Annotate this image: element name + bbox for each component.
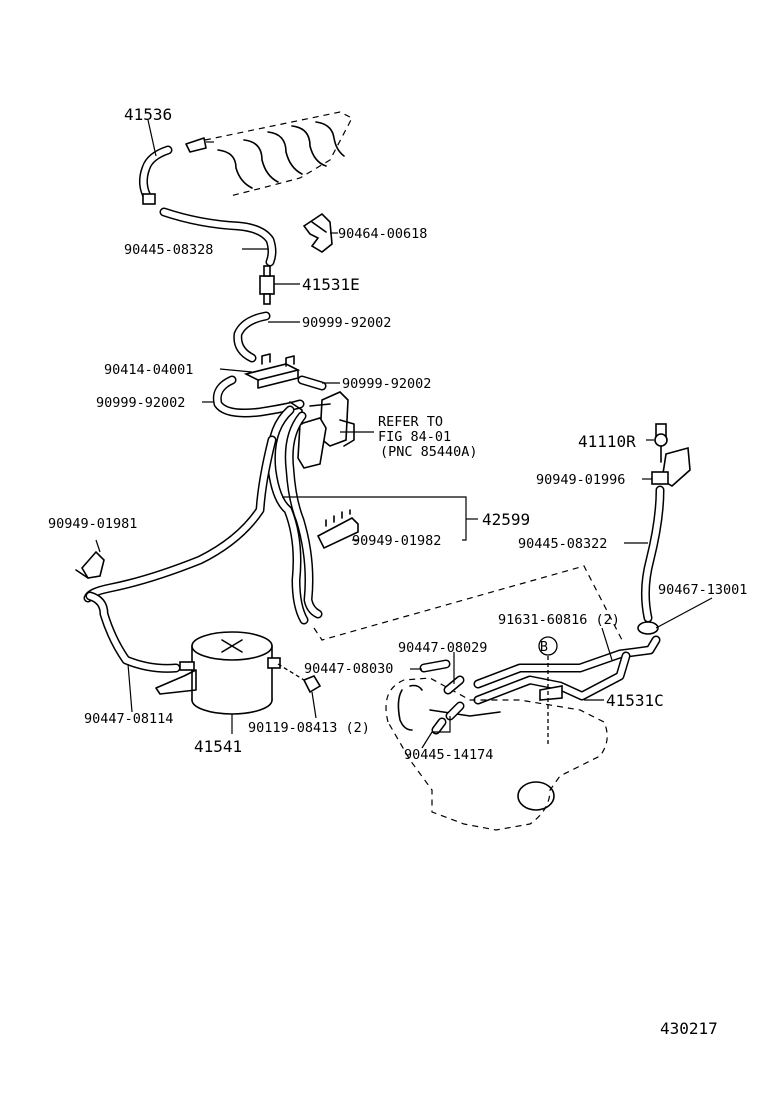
hose-90447-08030 [419, 659, 451, 673]
label-marker-b: B [540, 639, 548, 655]
label-90445-08328: 90445-08328 [124, 242, 213, 258]
sensor-41110r [654, 423, 668, 463]
label-90447-08114: 90447-08114 [84, 711, 173, 727]
hose-90999-92002-b [297, 375, 327, 391]
label-90949-01982: 90949-01982 [352, 533, 441, 549]
label-42599: 42599 [482, 510, 530, 529]
vsv-90414-04001 [243, 353, 301, 389]
label-90119-08413: 90119-08413 (2) [248, 720, 370, 736]
label-90447-08029: 90447-08029 [398, 640, 487, 656]
bracket-90949-01996 [651, 446, 691, 487]
figure-number: 430217 [660, 1019, 718, 1038]
label-90999-92002-a: 90999-92002 [302, 315, 391, 331]
label-90445-08322: 90445-08322 [518, 536, 607, 552]
label-90999-92002-c: 90999-92002 [96, 395, 185, 411]
label-90999-92002-b: 90999-92002 [342, 376, 431, 392]
clip-90949-01981 [75, 550, 105, 579]
label-refer-line1: REFER TO [378, 414, 443, 430]
label-refer-line2: FIG 84-01 [378, 429, 451, 445]
hose-41536 [138, 145, 173, 205]
label-41110r: 41110R [578, 432, 636, 451]
label-41536: 41536 [124, 105, 172, 124]
clamp-90467-13001 [637, 621, 659, 635]
label-refer-line3: (PNC 85440A) [380, 444, 478, 460]
label-90949-01996: 90949-01996 [536, 472, 625, 488]
label-41531e: 41531E [302, 275, 360, 294]
hose-90447-08114 [85, 591, 181, 673]
label-90414-04001: 90414-04001 [104, 362, 193, 378]
intake-manifold [185, 111, 353, 197]
clip-90949-01982 [316, 509, 359, 550]
marker-b [538, 636, 558, 744]
hose-90999-92002-c [212, 375, 305, 418]
hose-90999-92002-a [233, 311, 271, 363]
label-90464-00618: 90464-00618 [338, 226, 427, 242]
hose-90445-08328 [159, 207, 277, 267]
hose-90447-08029 [443, 675, 465, 695]
label-90949-01981: 90949-01981 [48, 516, 137, 532]
engine-block [385, 677, 608, 831]
hose-90445-08322 [640, 485, 665, 623]
label-90467-13001: 90467-13001 [658, 582, 747, 598]
label-41541: 41541 [194, 737, 242, 756]
callout-bracket-42599 [282, 496, 478, 541]
pipe-41531c [473, 635, 661, 705]
label-90447-08030: 90447-08030 [304, 661, 393, 677]
label-90445-14174: 90445-14174 [404, 747, 493, 763]
hose-90445-14174 [431, 701, 465, 735]
hose-bundle-42599 [83, 405, 323, 625]
clip-90464-00618 [302, 212, 333, 253]
label-91631-60816: 91631-60816 (2) [498, 612, 620, 628]
valve-41531e [259, 265, 275, 305]
bolt-90119-08413 [277, 663, 322, 694]
label-41531c: 41531C [606, 691, 664, 710]
charcoal-canister-41541 [155, 631, 281, 715]
